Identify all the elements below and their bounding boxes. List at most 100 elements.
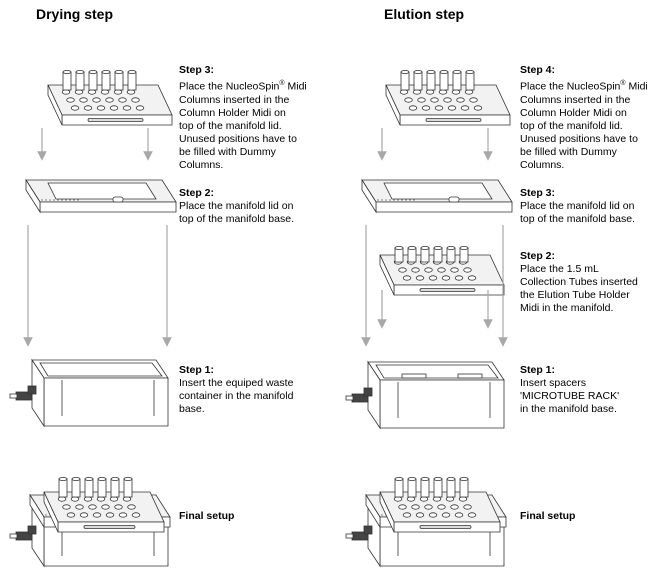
rack-hole (114, 504, 123, 510)
column-tube (407, 478, 417, 498)
lid-tick (409, 199, 411, 201)
drying-final-rack (43, 491, 165, 533)
rack-hole (83, 105, 93, 111)
step-heading: Step 3: (520, 187, 556, 199)
rack-hole (105, 97, 114, 103)
rack-hole (96, 105, 106, 111)
rack-slot (87, 118, 144, 122)
rack-hole (399, 89, 409, 95)
column-rim (439, 70, 449, 75)
elution-step1-text: Step 1: Insert spacers 'MICROTUBE RACK' … (520, 364, 658, 416)
valve-handle (27, 525, 37, 535)
lid-tick (385, 199, 387, 201)
lid-tick (393, 199, 395, 201)
elution-step4-columns (400, 70, 475, 91)
spacer (457, 373, 483, 379)
column-rim (123, 476, 133, 481)
elution-final-setup-label: Final setup (520, 510, 576, 522)
rack-hole (424, 267, 433, 273)
rack-hole (463, 504, 472, 510)
column-tube (114, 71, 124, 91)
column-rim (446, 245, 456, 250)
rack-hole (458, 496, 468, 502)
rack-hole (127, 504, 136, 510)
column-rim (446, 476, 456, 481)
rack-side (47, 84, 63, 126)
base-front (43, 377, 169, 427)
rack-hole (460, 105, 470, 111)
column-tube (97, 478, 107, 498)
valve-handle (363, 525, 373, 535)
rack-hole (430, 97, 439, 103)
drying-step1-text: Step 1: Insert the equiped waste contain… (179, 364, 329, 416)
lid-tick (413, 199, 415, 201)
rack-hole (109, 105, 119, 111)
column-tube (71, 478, 81, 498)
rack-hole (66, 512, 76, 518)
step-body: Insert spacers 'MICROTUBE RACK' in the m… (520, 377, 620, 415)
rack-hole (450, 267, 459, 273)
lid-tick (65, 199, 67, 201)
column-rim (110, 476, 120, 481)
lid-label (448, 196, 460, 203)
rack-hole (74, 89, 84, 95)
rack-hole (454, 275, 464, 281)
rack-hole (443, 97, 452, 103)
step-heading: Step 2: (179, 187, 215, 199)
column-rim (465, 70, 475, 75)
column-rim (97, 476, 107, 481)
rack-hole (404, 97, 413, 103)
column-tube (88, 71, 98, 91)
rack-hole (441, 275, 451, 281)
column-rim (62, 70, 72, 75)
valve-nozzle (345, 395, 354, 401)
rack-hole (126, 89, 136, 95)
lid-tick (397, 199, 399, 201)
rack-hole (469, 97, 478, 103)
rack-hole (432, 496, 442, 502)
rack-side (379, 491, 395, 533)
rack-hole (100, 89, 110, 95)
column-rim (101, 70, 111, 75)
rack-hole (393, 496, 403, 502)
rack-hole (464, 89, 474, 95)
column-tube (110, 478, 120, 498)
rack-hole (445, 496, 455, 502)
column-rim (452, 70, 462, 75)
column-tube (123, 478, 133, 498)
valve-handle (363, 387, 373, 397)
drying-step1-base (9, 358, 169, 428)
lid-front (39, 201, 177, 213)
rack-hole (135, 105, 145, 111)
column-rim (459, 476, 469, 481)
elution-step1-base (345, 360, 505, 430)
column-rim (84, 476, 94, 481)
drying-step2-lid (25, 178, 177, 214)
drying-final-columns (58, 476, 133, 498)
rack-slot (83, 525, 136, 529)
rack-hole (441, 512, 451, 518)
step-body: Place the manifold lid on top of the man… (179, 200, 294, 225)
rack-hole (467, 275, 477, 281)
column-tube (58, 478, 68, 498)
rack-hole (419, 496, 429, 502)
lid-tick (405, 199, 407, 201)
rack-hole (463, 267, 472, 273)
step-heading: Step 3: (179, 64, 215, 76)
rack-hole (421, 105, 431, 111)
lid-tick (381, 199, 383, 201)
rack-hole (451, 89, 461, 95)
drying-step3-rack (47, 84, 173, 126)
rack-hole (447, 105, 457, 111)
column-tube (127, 71, 137, 91)
column-rim (426, 70, 436, 75)
column-rim (71, 476, 81, 481)
rack-hole (83, 496, 93, 502)
lid-label (112, 196, 124, 203)
lid-tick (401, 199, 403, 201)
step-body: Place the NucleoSpin® Midi Columns inser… (520, 80, 648, 171)
step-heading: Step 1: (520, 364, 556, 376)
step-heading: Step 2: (520, 250, 556, 262)
column-rim (420, 476, 430, 481)
column-tube (439, 71, 449, 91)
